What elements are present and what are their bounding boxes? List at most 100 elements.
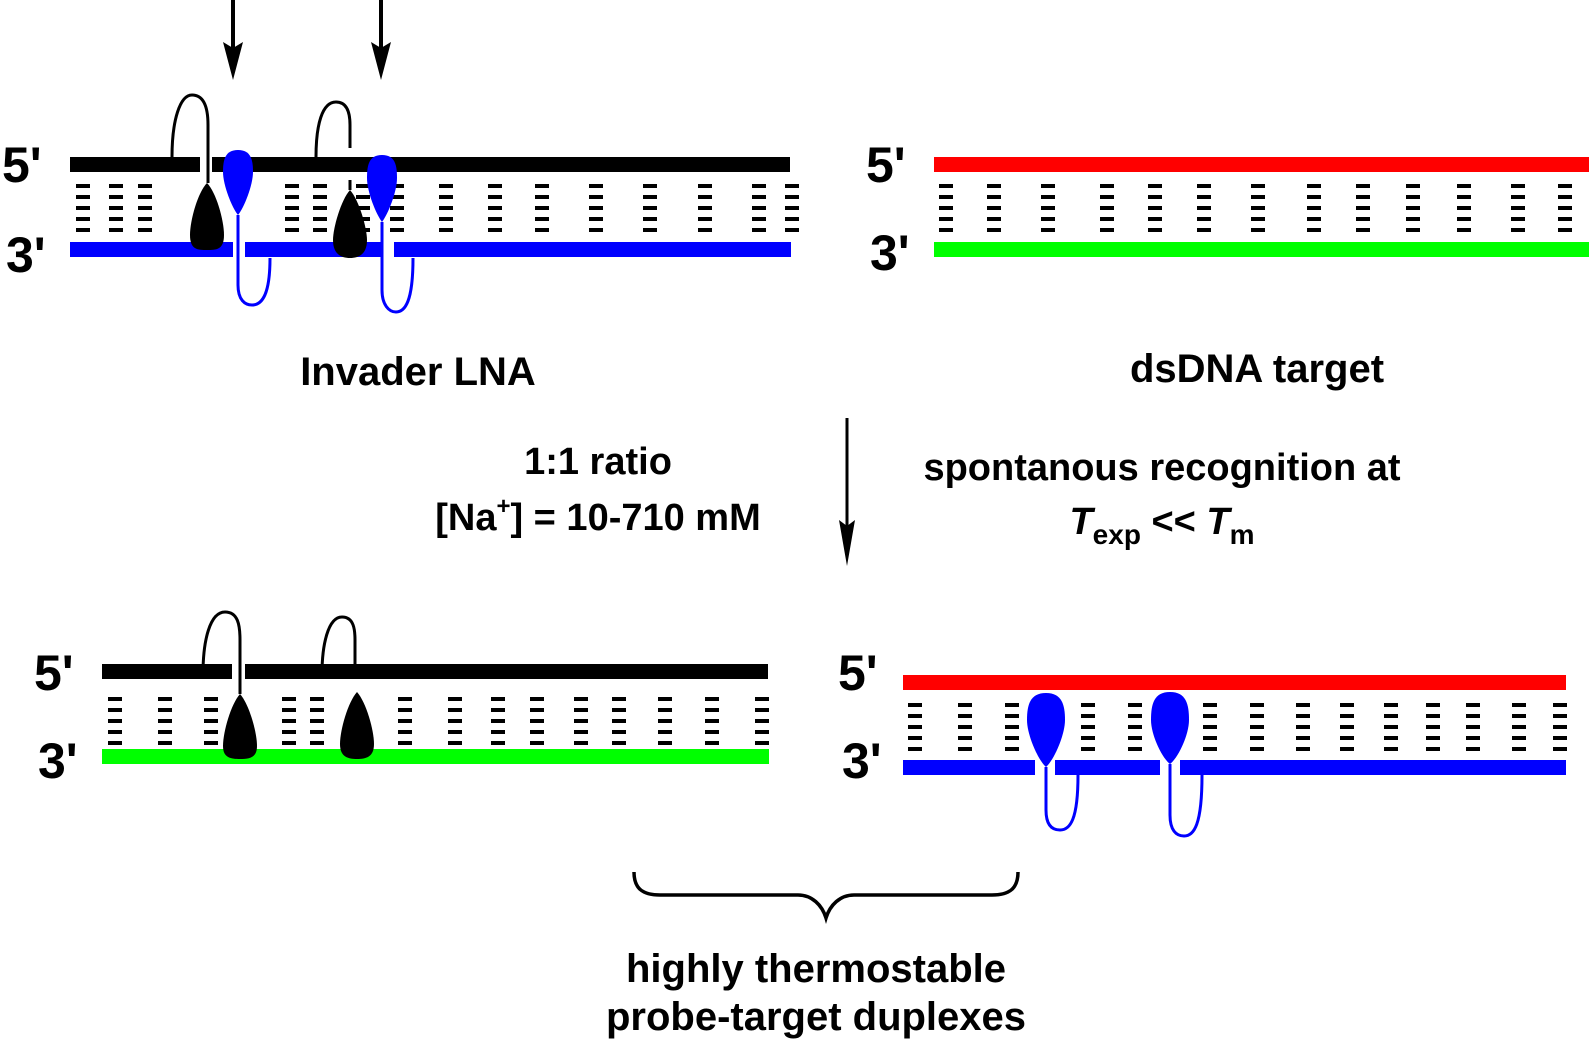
base-pair-dash <box>1005 747 1019 751</box>
result-line-2: probe-target duplexes <box>606 995 1026 1039</box>
base-pair-dash <box>1457 228 1471 232</box>
base-pair-dash <box>643 228 657 232</box>
base-pair-dash <box>535 228 549 232</box>
base-pair-dash <box>1406 228 1420 232</box>
three-prime-label: 3' <box>842 733 882 789</box>
base-pair-dash <box>448 730 462 734</box>
base-pair-dash <box>574 719 588 723</box>
arrowhead-2 <box>371 42 391 80</box>
base-pair-dashes <box>939 184 953 232</box>
base-pair-dash <box>491 697 505 701</box>
base-pair-dash <box>1406 184 1420 188</box>
base-pair-dash <box>310 697 324 701</box>
base-pair-dash <box>698 195 712 199</box>
dsdna-target-caption: dsDNA target <box>1130 347 1384 391</box>
blue-intercalator-icon <box>1151 692 1189 764</box>
base-pair-dash <box>1356 184 1370 188</box>
base-pair-dashes <box>1466 703 1480 751</box>
base-pair-dash <box>138 184 152 188</box>
base-pair-dash <box>1148 206 1162 210</box>
blue-intercalator-icon <box>223 150 253 215</box>
black-monomer-linker-loop <box>170 93 210 183</box>
base-pair-dash <box>1426 736 1440 740</box>
base-pair-dash <box>1081 714 1095 718</box>
base-pair-dash <box>1553 714 1567 718</box>
five-prime-label: 5' <box>866 137 906 193</box>
bottom-strand <box>934 242 1589 257</box>
base-pair-dash <box>1356 206 1370 210</box>
five-prime-label: 5' <box>838 645 878 701</box>
base-pair-dash <box>491 719 505 723</box>
base-pair-dashes <box>1356 184 1370 232</box>
top-strand <box>934 157 1589 172</box>
base-pair-dash <box>1128 747 1142 751</box>
base-pair-dash <box>958 714 972 718</box>
base-pair-dash <box>398 697 412 701</box>
base-pair-dash <box>530 730 544 734</box>
base-pair-dashes <box>310 697 324 745</box>
base-pair-dash <box>987 195 1001 199</box>
base-pair-dashes <box>908 703 922 751</box>
base-pair-dashes <box>1553 703 1567 751</box>
invader-lna-caption: Invader LNA <box>300 350 536 394</box>
base-pair-dash <box>755 730 769 734</box>
base-pair-dash <box>491 730 505 734</box>
base-pair-dash <box>574 741 588 745</box>
base-pair-dash <box>535 195 549 199</box>
base-pair-dashes <box>987 184 1001 232</box>
base-pair-dash <box>488 217 502 221</box>
base-pair-dash <box>1553 725 1567 729</box>
base-pair-dashes <box>488 184 502 232</box>
base-pair-dash <box>785 228 799 232</box>
base-pair-dash <box>1512 725 1526 729</box>
bottom-strand-segment <box>1055 760 1160 775</box>
base-pair-dash <box>1558 228 1572 232</box>
base-pair-dash <box>785 195 799 199</box>
base-pair-dashes <box>1558 184 1572 232</box>
base-pair-dash <box>958 736 972 740</box>
base-pair-dash <box>1128 725 1142 729</box>
base-pair-dash <box>1296 703 1310 707</box>
base-pair-dashes <box>1005 703 1019 751</box>
base-pair-dash <box>204 730 218 734</box>
base-pair-dashes <box>1148 184 1162 232</box>
base-pair-dash <box>785 184 799 188</box>
base-pair-dash <box>1041 184 1055 188</box>
base-pair-dashes <box>439 184 453 232</box>
base-pair-dashes <box>1307 184 1321 232</box>
na-charge-superscript: + <box>496 493 510 520</box>
base-pair-dash <box>1512 714 1526 718</box>
base-pair-dash <box>1251 206 1265 210</box>
base-pair-dash <box>1081 747 1095 751</box>
base-pair-dash <box>1466 736 1480 740</box>
base-pair-dash <box>530 719 544 723</box>
base-pair-dash <box>158 719 172 723</box>
base-pair-dash <box>535 184 549 188</box>
base-pair-dash <box>491 741 505 745</box>
base-pair-dash <box>76 184 90 188</box>
base-pair-dash <box>1041 206 1055 210</box>
base-pair-dash <box>752 206 766 210</box>
recognition-label: spontanous recognition at <box>923 447 1400 489</box>
base-pair-dash <box>1512 736 1526 740</box>
black-intercalator-icon <box>333 190 367 258</box>
base-pair-dash <box>1203 736 1217 740</box>
base-pair-dash <box>755 708 769 712</box>
base-pair-dash <box>1466 747 1480 751</box>
base-pair-dash <box>390 217 404 221</box>
base-pair-dash <box>939 217 953 221</box>
base-pair-dash <box>705 697 719 701</box>
base-pair-dash <box>310 730 324 734</box>
base-pair-dash <box>939 184 953 188</box>
base-pair-dash <box>1426 747 1440 751</box>
base-pair-dash <box>1250 747 1264 751</box>
base-pair-dash <box>1466 714 1480 718</box>
black-intercalator-icon <box>223 694 257 759</box>
base-pair-dash <box>398 730 412 734</box>
base-pair-dash <box>398 719 412 723</box>
base-pair-dash <box>108 719 122 723</box>
base-pair-dash <box>530 697 544 701</box>
base-pair-dash <box>1251 195 1265 199</box>
t-exp-symbol: T <box>1069 501 1095 543</box>
base-pair-group <box>908 703 1567 751</box>
